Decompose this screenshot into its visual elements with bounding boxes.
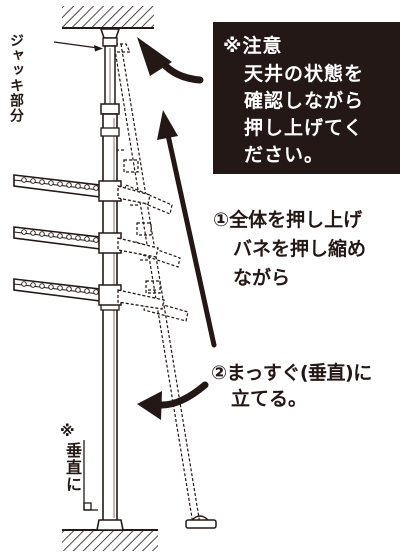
- caution-box: ※注意 天井の状態を 確認しながら 押し上げてく ださい。: [213, 22, 400, 174]
- push-up-curve-arrowhead: [137, 37, 172, 76]
- step1-line: ①全体を押し上げ: [213, 209, 363, 231]
- vertical-note-mark: ※: [60, 422, 75, 440]
- vertical-note-text: 垂直に: [63, 442, 82, 493]
- stand-upright-curve-arrow: [156, 381, 209, 409]
- floor: [62, 529, 158, 551]
- step2-line: ②まっすぐ(垂直)に: [211, 362, 372, 384]
- tilted-pole-foot: [185, 515, 217, 529]
- step1-line: バネを押し縮め: [233, 238, 367, 260]
- push-arrow-head: [157, 110, 178, 140]
- hanger-arm-lower: [13, 278, 165, 310]
- hanger-arm-upper: [13, 174, 151, 205]
- ceiling: [62, 6, 154, 29]
- jack-leader-line: [53, 41, 99, 49]
- vertical-guide-bracket: [83, 440, 98, 511]
- step1-line: ながら: [233, 267, 291, 289]
- caution-line: 押し上げてく: [244, 117, 364, 139]
- caution-title: ※注意: [223, 35, 283, 57]
- jack-part-label: ジャッキ部分: [8, 33, 24, 123]
- hanger-arm-middle: [13, 226, 159, 258]
- caution-line: 天井の状態を: [244, 63, 365, 85]
- upright-pole: [96, 28, 124, 531]
- step2-line: 立てる。: [231, 388, 308, 410]
- stand-upright-arrowhead: [137, 391, 162, 420]
- tilted-pole-outline: [105, 43, 201, 525]
- caution-line: ださい。: [244, 144, 325, 166]
- caution-line: 確認しながら: [244, 90, 365, 112]
- push-arrow-shaft: [165, 132, 217, 348]
- jack-leader-arrowhead: [94, 45, 103, 52]
